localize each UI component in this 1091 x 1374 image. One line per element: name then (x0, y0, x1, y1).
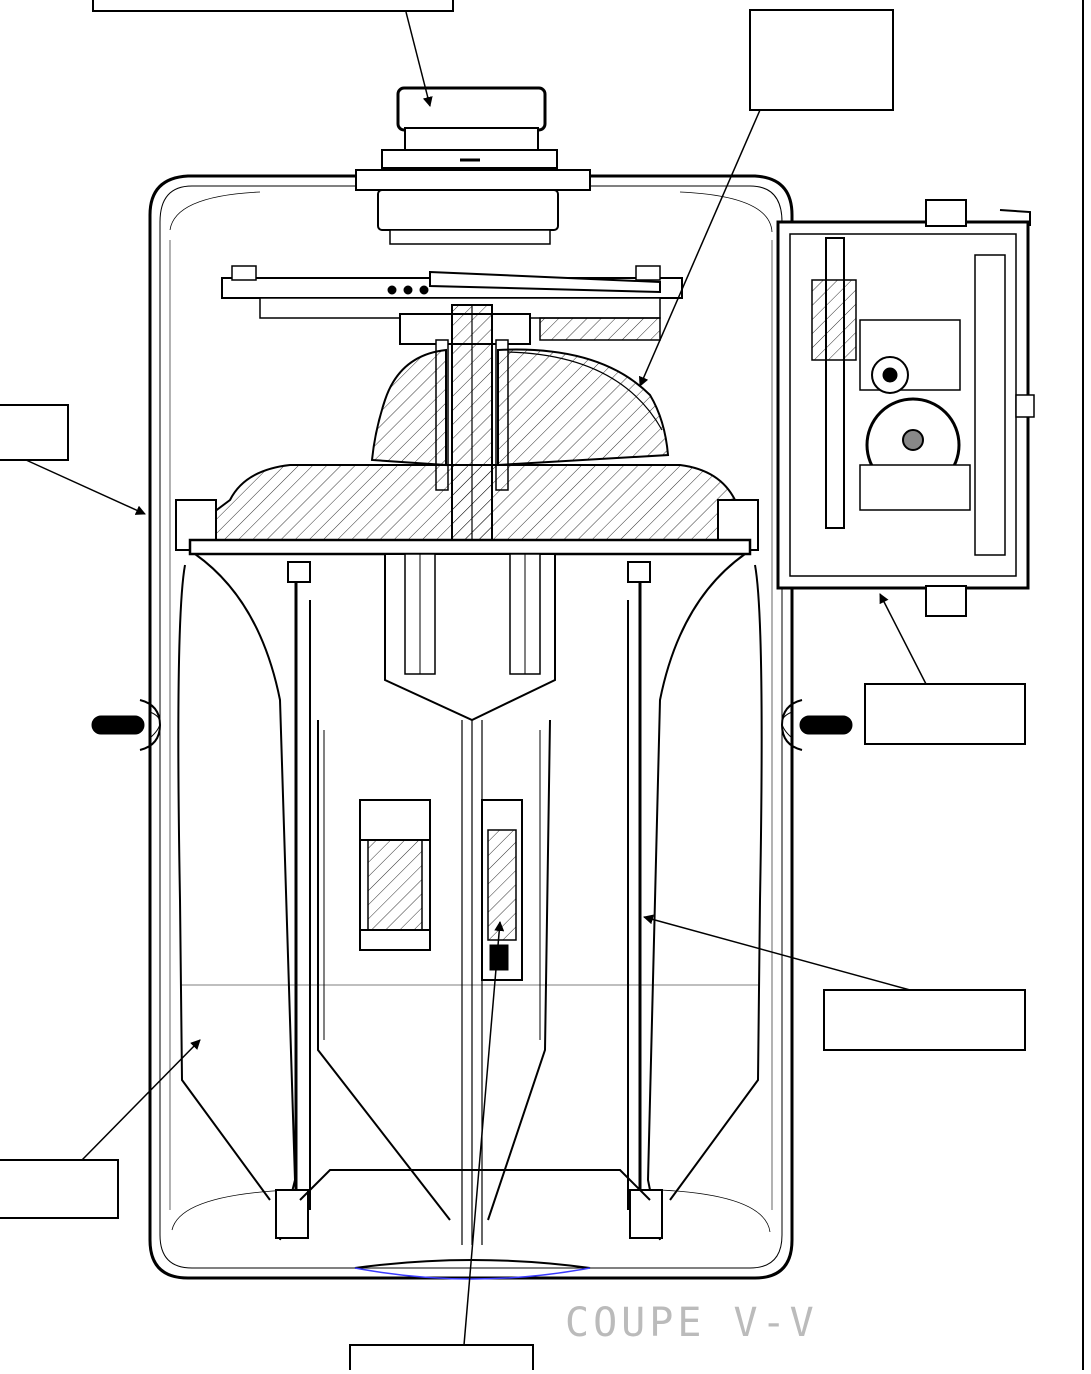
middle-flange (175, 464, 759, 556)
gearbox (776, 199, 1035, 617)
callout-box-left (0, 404, 69, 461)
callout-box-right-lower (823, 989, 1026, 1051)
callout-box-bottom-left (0, 1159, 119, 1219)
side-mount-left (91, 699, 162, 751)
right-channel (627, 553, 763, 1241)
callout-box-top-right (749, 9, 894, 111)
left-bearing (359, 799, 431, 951)
side-mount-right (780, 699, 853, 751)
callout-box-right-gearbox (864, 683, 1026, 745)
upper-dome (370, 348, 670, 467)
inner-shields (299, 719, 651, 1221)
section-label: COUPE V-V (565, 1300, 818, 1346)
right-bearing (481, 799, 523, 981)
outer-housing (148, 174, 794, 1280)
callout-leaders (25, 11, 927, 1346)
bottom-base (354, 1259, 591, 1280)
inner-hub (384, 553, 556, 722)
top-connector (355, 86, 591, 245)
callout-box-bottom-center (349, 1344, 534, 1374)
callout-box-top-left (92, 0, 454, 12)
left-channel (177, 553, 311, 1241)
